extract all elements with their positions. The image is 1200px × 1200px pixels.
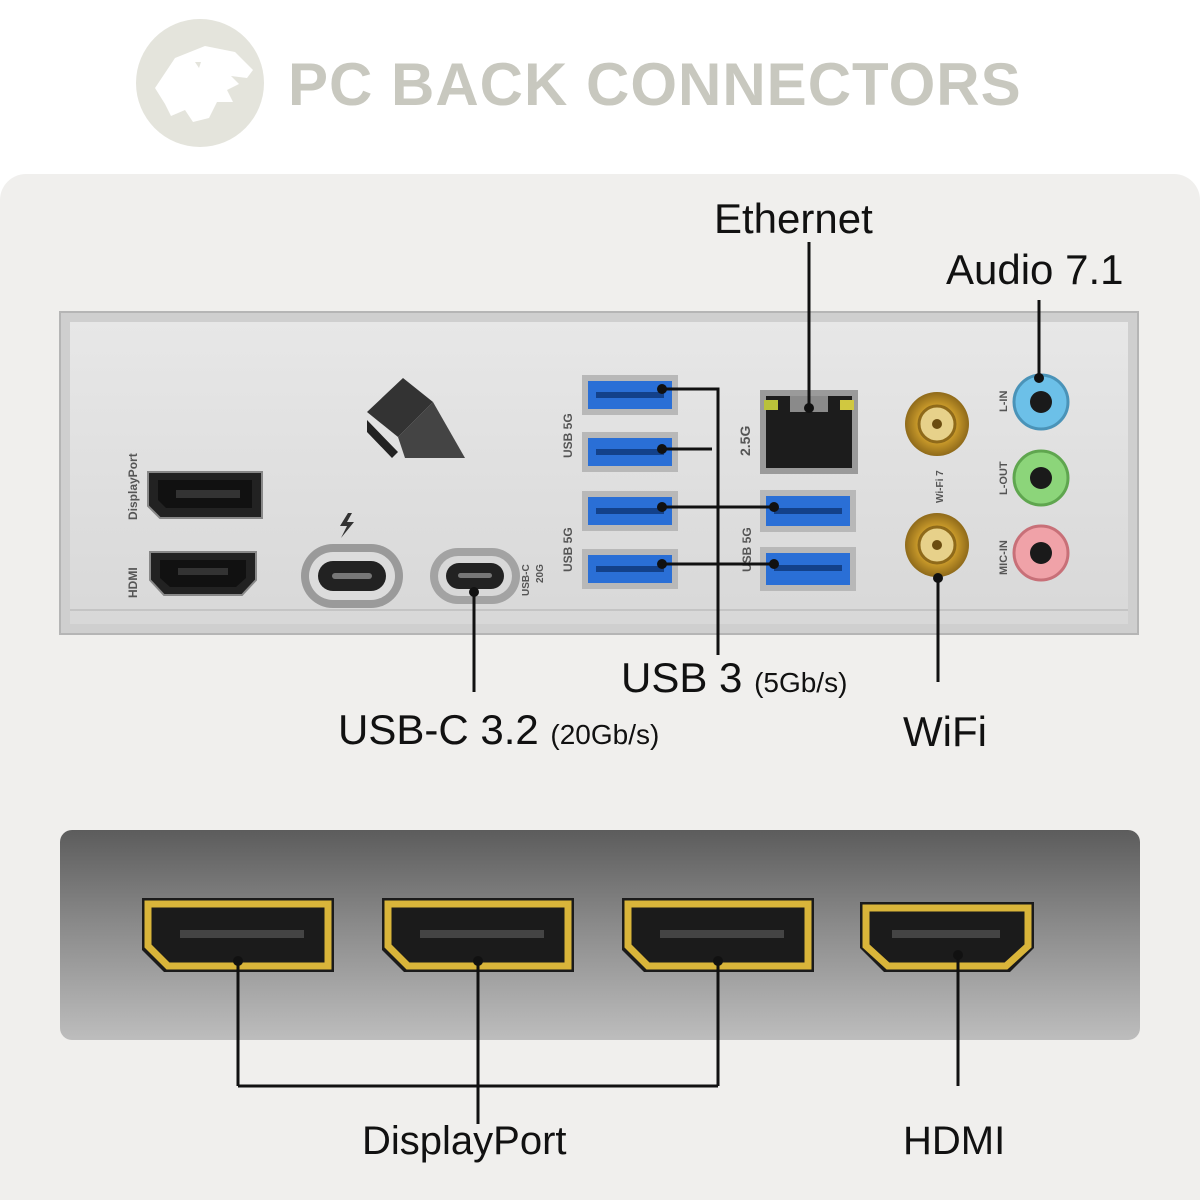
label-hdmi: HDMI xyxy=(903,1119,1006,1163)
dinosaur-logo-icon xyxy=(136,19,264,147)
label-wifi: WiFi xyxy=(903,708,987,755)
thunderbolt-icon xyxy=(340,513,354,538)
label-usbc: USB-C 3.2 (20Gb/s) xyxy=(338,709,659,751)
label-displayport: DisplayPort xyxy=(362,1119,567,1163)
silk-usb5g-right: USB 5G xyxy=(740,527,754,572)
silk-displayport: DisplayPort xyxy=(126,453,140,520)
usb3-left-stack xyxy=(582,375,678,589)
silk-mic-in: MIC-IN xyxy=(998,540,1010,575)
label-audio: Audio 7.1 xyxy=(946,246,1124,293)
gpu-displayport-2 xyxy=(382,898,574,972)
label-usb3-speed: (5Gb/s) xyxy=(754,667,848,698)
callout-lines xyxy=(233,242,1044,1124)
audio-line-in-jack xyxy=(1012,373,1070,431)
label-usbc-main: USB-C 3.2 xyxy=(338,706,539,753)
silk-lan-speed: 2.5G xyxy=(737,426,753,456)
thunderbolt-usbc-port xyxy=(301,544,403,608)
label-usbc-speed: (20Gb/s) xyxy=(550,719,660,750)
motherboard-brand-logo-icon xyxy=(367,378,465,458)
silk-usb5g-bottom: USB 5G xyxy=(561,527,575,572)
audio-mic-in-jack xyxy=(1012,524,1070,582)
gpu-displayport-3 xyxy=(622,898,814,972)
silk-usbc-20g: 20G xyxy=(535,564,546,583)
page-title: PC BACK CONNECTORS xyxy=(288,51,1022,118)
label-usb3-main: USB 3 xyxy=(621,654,743,701)
silk-hdmi: HDMI xyxy=(126,567,140,598)
usbc-20g-port xyxy=(430,548,520,604)
usb3-right-stack xyxy=(760,490,856,591)
gpu-io-bracket xyxy=(60,830,1140,1040)
wifi-antenna-connector-bottom xyxy=(905,513,969,577)
motherboard-hdmi-port xyxy=(149,551,257,596)
motherboard-displayport-port xyxy=(147,471,263,519)
label-usb3: USB 3 (5Gb/s) xyxy=(621,657,847,699)
header: PC BACK CONNECTORS xyxy=(0,0,1200,170)
gpu-displayport-1 xyxy=(142,898,334,972)
silk-line-out: L-OUT xyxy=(998,461,1010,495)
label-ethernet: Ethernet xyxy=(714,195,873,242)
gpu-hdmi-port xyxy=(860,902,1034,972)
silk-line-in: L-IN xyxy=(998,391,1010,412)
silk-usb5g-top: USB 5G xyxy=(561,413,575,458)
silk-usbc: USB-C xyxy=(521,564,532,596)
wifi-antenna-connector-top xyxy=(905,392,969,456)
silk-wifi: Wi-Fi 7 xyxy=(935,470,946,503)
audio-line-out-jack xyxy=(1012,449,1070,507)
